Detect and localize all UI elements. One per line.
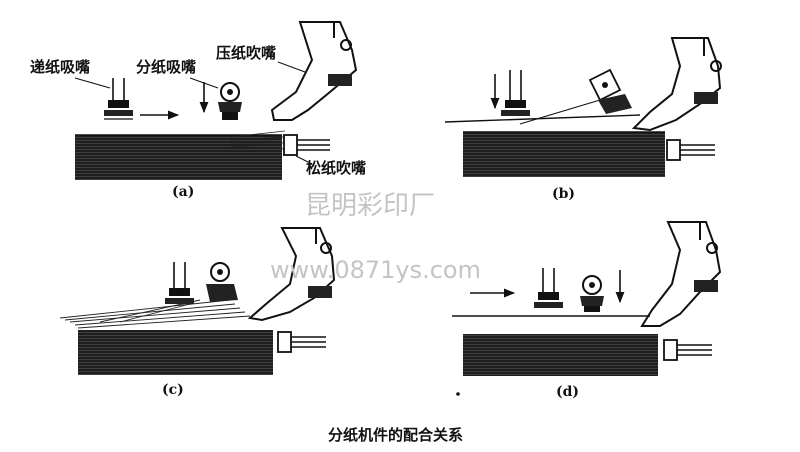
fanned-sheets: [229, 130, 286, 150]
loosening-blower: [277, 331, 326, 353]
feeder-sucker: [501, 70, 530, 116]
panel-label-b: (b): [552, 186, 575, 202]
paper-stack: [463, 334, 658, 376]
label-feeder-sucker: 递纸吸嘴: [30, 58, 90, 76]
lifted-sheet: [444, 114, 641, 123]
presser-blower: [631, 37, 722, 132]
feeder-sucker: [534, 268, 563, 308]
feeder-sucker: [165, 262, 194, 304]
separator-sucker: [580, 275, 604, 312]
panel-b: (b): [444, 37, 722, 202]
watermark-name: 昆明彩印厂: [305, 191, 435, 221]
panel-c: (c): [59, 227, 336, 398]
panel-label-c: (c): [162, 382, 184, 398]
panel-d: (d): [452, 221, 722, 400]
separator-sucker: [199, 82, 242, 120]
watermark-url: www.0871ys.com: [270, 256, 481, 284]
presser-blower: [270, 21, 358, 121]
loosening-blower: [283, 134, 330, 156]
label-loosening-blower: 松纸吹嘴: [306, 159, 366, 177]
panel-label-d: (d): [556, 384, 579, 400]
label-presser-blower: 压纸吹嘴: [216, 44, 276, 62]
paper-stack: [463, 132, 665, 177]
paper-stack: [78, 330, 273, 375]
panel-a: 递纸吸嘴 分纸吸嘴 压纸吹嘴 松纸吹嘴 (a): [30, 21, 366, 200]
loosening-blower: [663, 339, 712, 361]
loosening-blower: [666, 139, 715, 161]
presser-blower: [247, 227, 336, 322]
figure-caption: 分纸机件的配合关系: [328, 426, 463, 444]
label-separator-sucker: 分纸吸嘴: [136, 58, 196, 76]
panel-label-a: (a): [172, 184, 194, 200]
fanned-sheets: [59, 299, 251, 329]
feeder-sucker: [104, 78, 133, 120]
paper-stack: [75, 135, 282, 180]
separator-sucker: [206, 262, 238, 302]
presser-blower: [640, 221, 722, 327]
separator-sucker: [588, 68, 632, 114]
